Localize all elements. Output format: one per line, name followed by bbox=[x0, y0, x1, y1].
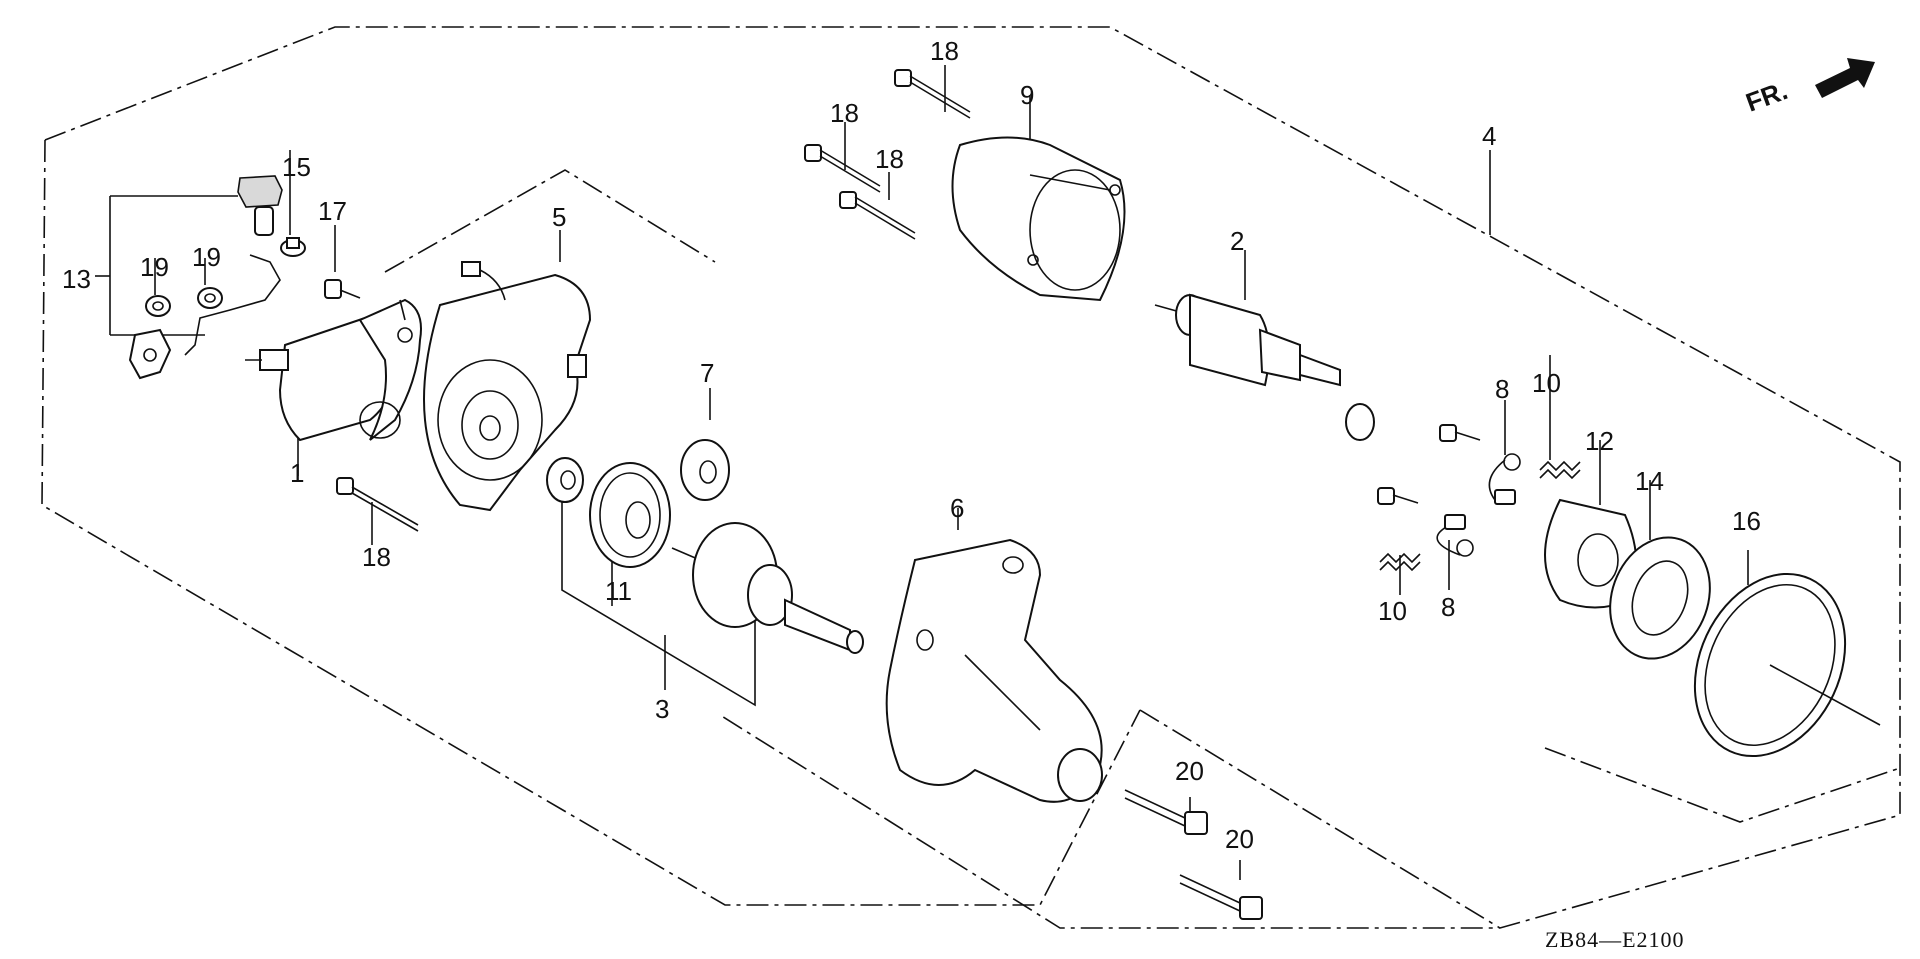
drive-housing-6 bbox=[885, 538, 1103, 803]
nut-19-b bbox=[197, 287, 223, 309]
spring-10-upper bbox=[1539, 460, 1581, 480]
callout-11: 11 bbox=[605, 576, 632, 606]
overrunning-clutch-3 bbox=[671, 522, 864, 654]
callout-19-left: 19 bbox=[140, 252, 169, 282]
callout-2: 2 bbox=[1230, 226, 1244, 256]
screw-brush-upper bbox=[1439, 424, 1481, 442]
callout-20-lower: 20 bbox=[1225, 824, 1254, 854]
callout-12: 12 bbox=[1585, 426, 1614, 456]
bolt-18-solenoid bbox=[336, 477, 419, 532]
bolt-18-top bbox=[894, 69, 971, 119]
bolt-20-a bbox=[1124, 789, 1208, 835]
assembly-boundary-lines bbox=[41, 26, 1901, 929]
rear-cover-16 bbox=[1693, 572, 1881, 758]
screw-brush-lower bbox=[1377, 487, 1419, 505]
bolt-18-middle bbox=[804, 144, 881, 193]
spring-10-lower bbox=[1379, 552, 1421, 572]
yoke-9 bbox=[951, 136, 1126, 302]
callout-10-upper: 10 bbox=[1532, 368, 1561, 398]
cap-nut-15 bbox=[280, 237, 306, 257]
bolt-18-lower bbox=[839, 191, 916, 240]
callout-5: 5 bbox=[552, 202, 566, 232]
armature-2 bbox=[1154, 293, 1375, 441]
nut-19-a bbox=[145, 295, 171, 317]
callout-3: 3 bbox=[655, 694, 669, 724]
idle-gear-11 bbox=[589, 462, 671, 568]
callout-17: 17 bbox=[318, 196, 347, 226]
callout-10-lower: 10 bbox=[1378, 596, 1407, 626]
callout-16: 16 bbox=[1732, 506, 1761, 536]
callout-7: 7 bbox=[700, 358, 714, 388]
brush-8-lower bbox=[1436, 514, 1474, 557]
washer bbox=[546, 457, 584, 503]
bolt-17 bbox=[324, 279, 361, 299]
plate-14 bbox=[1609, 536, 1711, 660]
callout-18-left: 18 bbox=[362, 542, 391, 572]
callout-20-upper: 20 bbox=[1175, 756, 1204, 786]
callout-19-right: 19 bbox=[192, 242, 221, 272]
callout-18-middle: 18 bbox=[830, 98, 859, 128]
callout-4: 4 bbox=[1482, 121, 1496, 151]
callout-6: 6 bbox=[950, 493, 964, 523]
drawing-code: ZB84—E2100 bbox=[1545, 927, 1685, 952]
callout-14: 14 bbox=[1635, 466, 1664, 496]
callout-8-upper: 8 bbox=[1495, 374, 1509, 404]
front-direction-arrow-icon bbox=[1815, 58, 1875, 98]
front-direction-label: FR. bbox=[1742, 75, 1792, 118]
solenoid-1 bbox=[245, 298, 422, 442]
callout-1: 1 bbox=[290, 458, 304, 488]
callout-13: 13 bbox=[62, 264, 91, 294]
gear-housing-5 bbox=[423, 261, 592, 512]
bolt-20-b bbox=[1179, 874, 1263, 920]
terminal-boot-13 bbox=[128, 175, 283, 380]
callout-labels: 1 2 3 4 5 6 7 8 8 9 10 10 11 12 13 14 15… bbox=[62, 36, 1761, 854]
callout-15: 15 bbox=[282, 152, 311, 182]
callout-9: 9 bbox=[1020, 80, 1034, 110]
callout-8-lower: 8 bbox=[1441, 592, 1455, 622]
brush-8-upper bbox=[1488, 453, 1521, 505]
callout-18-lower: 18 bbox=[875, 144, 904, 174]
callout-18-top: 18 bbox=[930, 36, 959, 66]
pinion-gear-7 bbox=[680, 439, 730, 501]
